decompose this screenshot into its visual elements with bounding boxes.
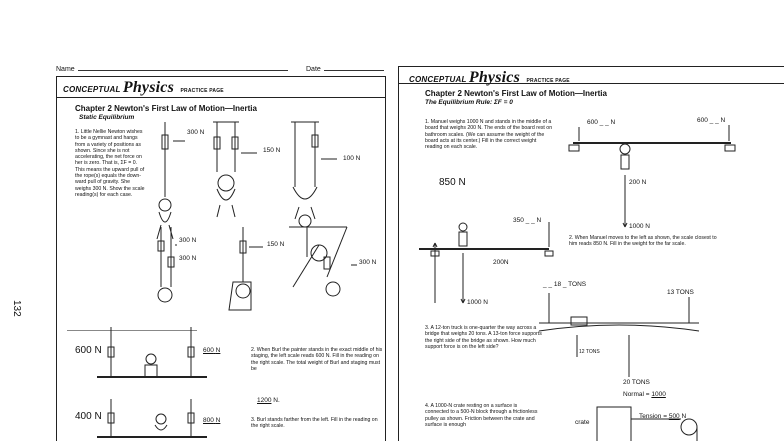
left-chapter-title: Chapter 2 Newton's First Law of Motion—I… <box>75 104 257 113</box>
right-q3-text: 3. A 12-ton truck is one-quarter the way… <box>425 325 542 350</box>
manuel-weight-1000-label: 1000 N <box>629 223 650 230</box>
scale-reading-300-c: 300 N <box>179 255 197 262</box>
tension-answer: Tension = 500 N <box>639 413 687 420</box>
left-brand: CONCEPTUAL Physics PRACTICE PAGE <box>63 79 224 97</box>
left-q2-text: 2. When Burl the painter stands in the e… <box>251 347 383 372</box>
left-support-tons-answer: _ _ 18 _ TONS <box>543 281 587 288</box>
scale-reading-300-a: 300 N <box>187 129 205 136</box>
right-worksheet: CONCEPTUAL Physics PRACTICE PAGE Chapter… <box>398 66 784 441</box>
crate-label: crate <box>575 419 590 426</box>
painter-staging-illustration <box>97 327 207 438</box>
left-scale-400-handwritten: 400 N <box>75 411 102 422</box>
name-field[interactable]: Name <box>56 64 288 73</box>
right-q4-text: 4. A 1000-N crate resting on a surface i… <box>425 403 538 428</box>
gymnast-figures-illustration <box>156 121 357 311</box>
page-number: 132 <box>11 300 22 317</box>
scale-reading-600-right: 600 _ _ N <box>697 117 726 124</box>
right-q1-text: 1. Manuel weighs 1000 N and stands in th… <box>425 119 553 151</box>
scale-reading-300-d: 300 N <box>359 259 377 266</box>
board-weight-200-label-b: 200N <box>493 259 509 266</box>
manuel-weight-1000-label-b: 1000 N <box>467 299 488 306</box>
date-field[interactable]: Date <box>306 64 384 73</box>
manuel-board-illustration <box>419 125 736 441</box>
normal-force-answer: Normal = 1000 <box>623 391 666 398</box>
right-scale-800-answer: 800 N <box>203 417 221 424</box>
scale-reading-300-b: 300 N <box>179 237 197 244</box>
right-brand: CONCEPTUAL Physics PRACTICE PAGE <box>409 69 570 87</box>
brand-practice-page: PRACTICE PAGE <box>526 78 570 84</box>
brand-practice-page: PRACTICE PAGE <box>180 88 224 94</box>
left-support-850-handwritten: 850 N <box>439 177 466 188</box>
right-scale-600-answer: 600 N <box>203 347 221 354</box>
brand-physics-logo: Physics <box>122 79 175 96</box>
left-scale-600-handwritten: 600 N <box>75 345 102 356</box>
right-subtitle: The Equilibrium Rule: ΣF = 0 <box>425 99 513 106</box>
right-q2-text: 2. When Manuel moves to the left as show… <box>569 235 717 248</box>
bridge-weight-20-tons: 20 TONS <box>623 379 650 386</box>
total-weight-answer: 1200 N. <box>257 397 280 404</box>
date-label: Date <box>306 66 321 73</box>
left-subtitle: Static Equilibrium <box>79 114 135 121</box>
name-label: Name <box>56 66 75 73</box>
brand-physics-logo: Physics <box>468 69 521 86</box>
right-support-13-tons: 13 TONS <box>667 289 694 296</box>
right-chapter-title: Chapter 2 Newton's First Law of Motion—I… <box>425 89 607 98</box>
scale-reading-600-left: 600 _ _ N <box>587 119 616 126</box>
scale-reading-100: 100 N <box>343 155 361 162</box>
scale-reading-350: 350 _ _ N <box>513 217 542 224</box>
brand-conceptual: CONCEPTUAL <box>409 75 467 84</box>
board-weight-200-label: 200 N <box>629 179 647 186</box>
scale-reading-150-a: 150 N <box>263 147 281 154</box>
brand-conceptual: CONCEPTUAL <box>63 85 121 94</box>
scale-reading-150-b: 150 N <box>267 241 285 248</box>
left-q3-text: 3. Burl stands farther from the left. Fi… <box>251 417 378 430</box>
left-frame: CONCEPTUAL Physics PRACTICE PAGE Chapter… <box>56 76 386 441</box>
truck-weight-12-tons: 12 TONS <box>579 349 600 355</box>
left-q1-text: 1. Little Nellie Newton wishes to be a g… <box>75 129 145 198</box>
left-worksheet: Name Date CONCEPTUAL Physics PRACTICE PA… <box>56 64 386 441</box>
